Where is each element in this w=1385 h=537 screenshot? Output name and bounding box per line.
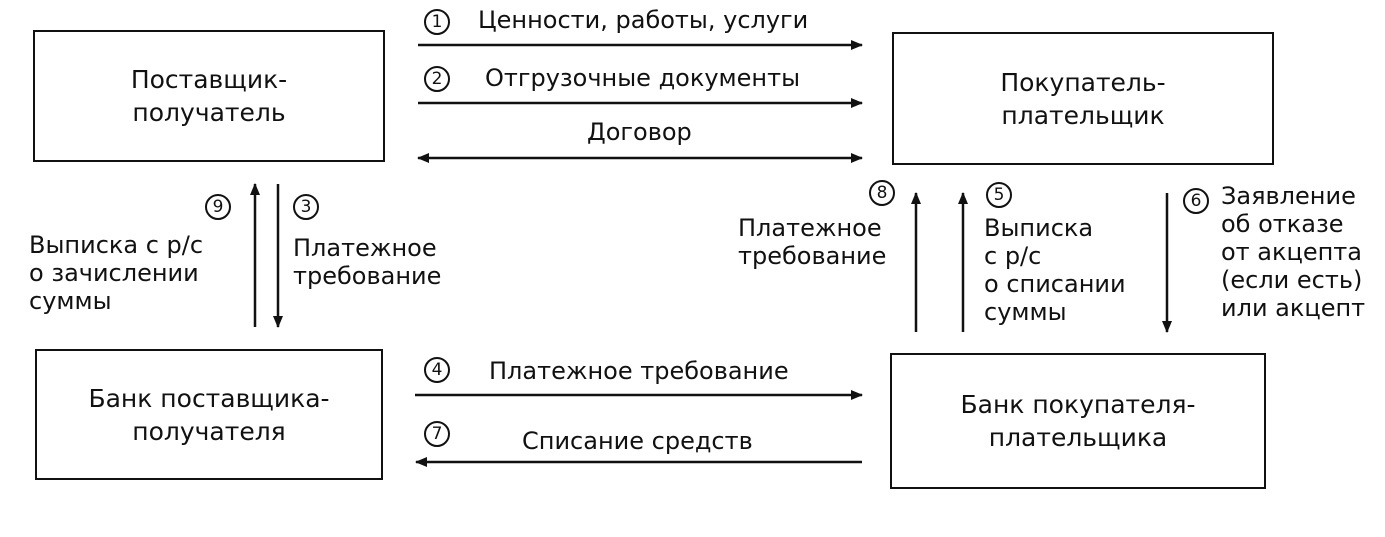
flow-8-label: Платежное требование: [738, 214, 887, 270]
flow-7-label: Списание средств: [522, 427, 753, 455]
supplier-box-label: Поставщик- получатель: [130, 65, 288, 127]
flow-9-label: Выписка с р/с о зачислении суммы: [29, 231, 204, 315]
flow-4-label: Платежное требование: [489, 357, 789, 385]
buyer-bank-box: Банк покупателя- плательщика: [890, 353, 1266, 489]
buyer-box-label: Покупатель- плательщик: [1000, 67, 1166, 130]
flow-3-number: 3: [293, 194, 319, 220]
flow-4-number: 4: [424, 357, 450, 383]
flow-7-number: 7: [424, 421, 450, 447]
buyer-box: Покупатель- плательщик: [892, 32, 1274, 165]
flow-2-label: Отгрузочные документы: [485, 64, 801, 92]
flow-5-label: Выписка с р/с о списании суммы: [984, 214, 1126, 326]
flow-1-number: 1: [424, 9, 450, 35]
supplier-bank-box: Банк поставщика- получателя: [35, 349, 383, 480]
supplier-bank-box-label: Банк поставщика- получателя: [88, 383, 330, 446]
supplier-box: Поставщик- получатель: [33, 30, 385, 162]
flow-2-number: 2: [424, 66, 450, 92]
contract-label: Договор: [587, 118, 692, 146]
flow-6-label: Заявление об отказе от акцепта (если ест…: [1221, 182, 1366, 322]
flow-6-number: 6: [1183, 188, 1209, 214]
flow-5-number: 5: [986, 182, 1012, 208]
flow-8-number: 8: [869, 180, 895, 206]
buyer-bank-box-label: Банк покупателя- плательщика: [960, 390, 1196, 452]
flow-3-label: Платежное требование: [293, 234, 442, 290]
flow-9-number: 9: [205, 194, 231, 220]
flow-1-label: Ценности, работы, услуги: [478, 6, 809, 34]
